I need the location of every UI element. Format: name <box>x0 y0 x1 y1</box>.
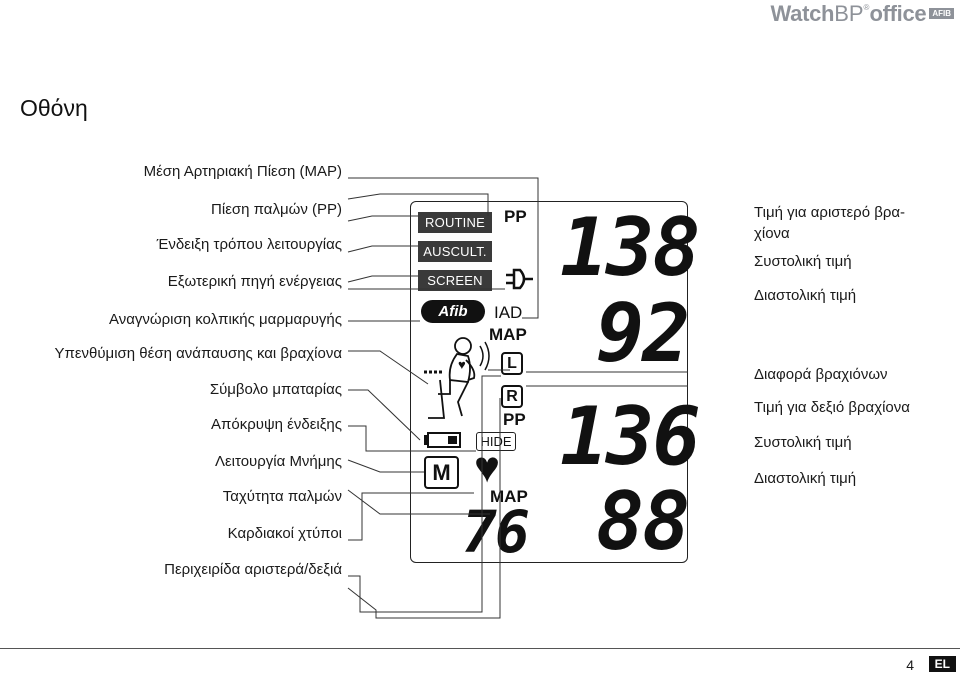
label-rest: Υπενθύμιση θέση ανάπαυσης και βραχίονα <box>54 345 342 362</box>
label-pp: Πίεση παλμών (PP) <box>211 201 342 218</box>
page-number: 4 <box>906 657 914 673</box>
pp-indicator-top: PP <box>504 207 527 226</box>
label-power: Εξωτερική πηγή ενέργειας <box>167 273 342 290</box>
cuff-right-box: R <box>501 385 523 408</box>
label-mode: Ένδειξη τρόπου λειτουργίας <box>156 236 342 253</box>
footer-rule <box>0 648 960 649</box>
heart-small-icon: ♥ <box>458 357 466 372</box>
map-indicator-bottom: MAP <box>490 487 528 506</box>
label-right-arm: Τιμή για δεξιό βραχίονα <box>754 399 910 416</box>
lcd-display <box>410 201 688 563</box>
label-heartbeat: Καρδιακοί χτύποι <box>227 525 342 542</box>
map-indicator-top: MAP <box>489 325 527 344</box>
iad-indicator: IAD <box>494 303 523 322</box>
dia-right-value: 88 <box>596 475 690 568</box>
mode-routine: ROUTINE <box>418 212 492 233</box>
sys-left-value: 138 <box>560 201 700 294</box>
label-sys-left: Συστολική τιμή <box>754 253 852 270</box>
label-dia-left: Διαστολική τιμή <box>754 287 857 304</box>
brand-name-b: BP <box>834 1 864 26</box>
memory-indicator: M <box>424 456 459 489</box>
mode-auscult: AUSCULT. <box>418 241 492 262</box>
pulse-value: 76 <box>462 498 530 566</box>
brand-name-a: Watch <box>770 1 835 26</box>
label-pulse-rate: Ταχύτητα παλμών <box>222 488 342 505</box>
afib-indicator: Afib <box>421 300 485 323</box>
label-afib: Αναγνώριση κολπικής μαρμαρυγής <box>108 311 342 328</box>
brand-badge: AFIB <box>929 8 954 19</box>
hide-indicator: HIDE <box>476 432 516 451</box>
label-left-arm-2: χίονα <box>754 225 790 242</box>
pp-indicator-bottom: PP <box>503 410 526 429</box>
rest-position-icon <box>424 337 490 419</box>
label-memory: Λειτουργία Μνήμης <box>214 453 342 470</box>
afib-text: Afib <box>438 303 468 320</box>
brand-registered: ® <box>863 3 870 12</box>
page-title: Οθόνη <box>20 95 88 121</box>
label-battery: Σύμβολο μπαταρίας <box>209 381 342 398</box>
battery-icon <box>424 432 461 448</box>
cuff-left-box: L <box>501 352 523 375</box>
label-arm-diff: Διαφορά βραχιόνων <box>754 366 888 383</box>
heart-icon: ♥ <box>474 443 501 492</box>
dia-left-value: 92 <box>596 287 690 380</box>
power-plug-icon <box>506 268 533 290</box>
brand-logo: Watch BP ® office AFIB <box>770 1 954 26</box>
brand-name-c: office <box>869 1 927 26</box>
label-hide: Απόκρυψη ένδειξης <box>211 416 342 433</box>
label-dia-right: Διαστολική τιμή <box>754 470 857 487</box>
label-sys-right: Συστολική τιμή <box>754 434 852 451</box>
mode-screen: SCREEN <box>418 270 492 291</box>
label-left-arm-1: Τιμή για αριστερό βρα- <box>754 204 906 221</box>
sys-right-value: 136 <box>560 390 700 483</box>
language-badge: EL <box>928 656 956 672</box>
label-map: Μέση Αρτηριακή Πίεση (MAP) <box>143 163 342 180</box>
label-cuff: Περιχειρίδα αριστερά/δεξιά <box>164 561 342 578</box>
